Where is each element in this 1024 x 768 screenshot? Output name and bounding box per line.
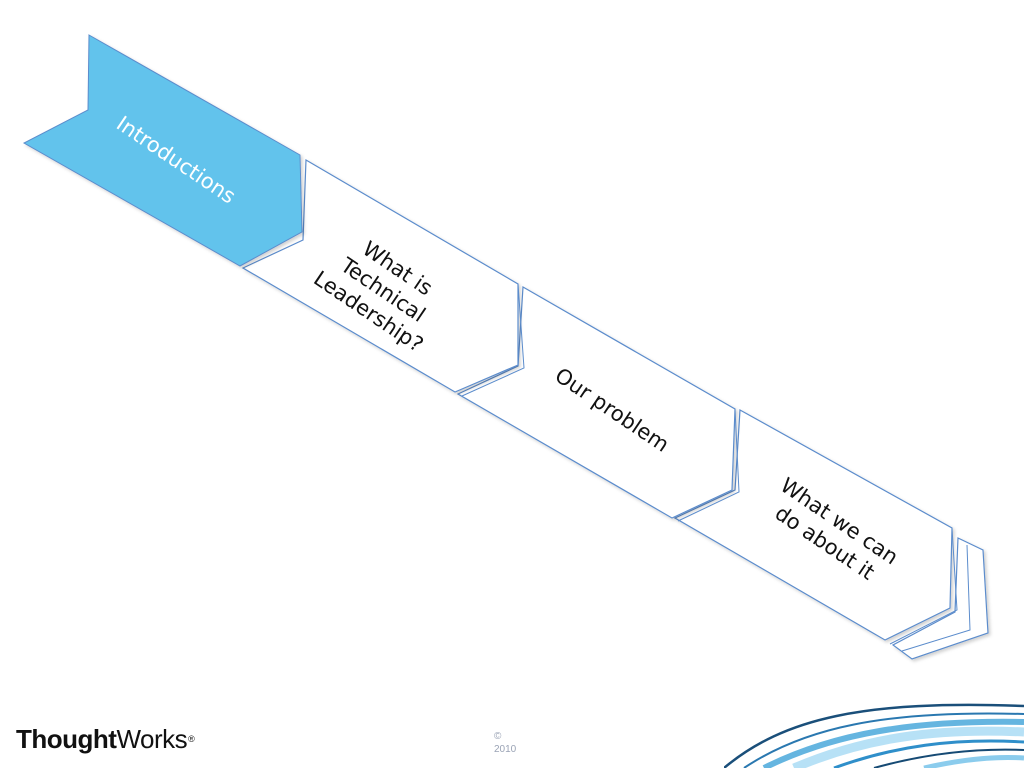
step-chevron-3 bbox=[456, 285, 740, 522]
step-chevron-4 bbox=[673, 409, 958, 645]
process-chevron-diagram bbox=[22, 34, 989, 660]
decorative-swoosh-graphic bbox=[724, 703, 1024, 768]
copyright-symbol: © bbox=[494, 731, 502, 742]
step-chevron-1-active bbox=[22, 34, 303, 267]
thoughtworks-logo: ThoughtWorks® bbox=[16, 724, 195, 755]
logo-registered-mark: ® bbox=[188, 734, 195, 744]
trailing-chevron bbox=[891, 537, 989, 660]
logo-regular-text: Works bbox=[116, 724, 188, 754]
step-chevron-2 bbox=[241, 158, 525, 397]
copyright-notice: © 2010 bbox=[494, 730, 516, 756]
logo-bold-text: Thought bbox=[16, 724, 117, 754]
copyright-year: 2010 bbox=[494, 744, 517, 755]
